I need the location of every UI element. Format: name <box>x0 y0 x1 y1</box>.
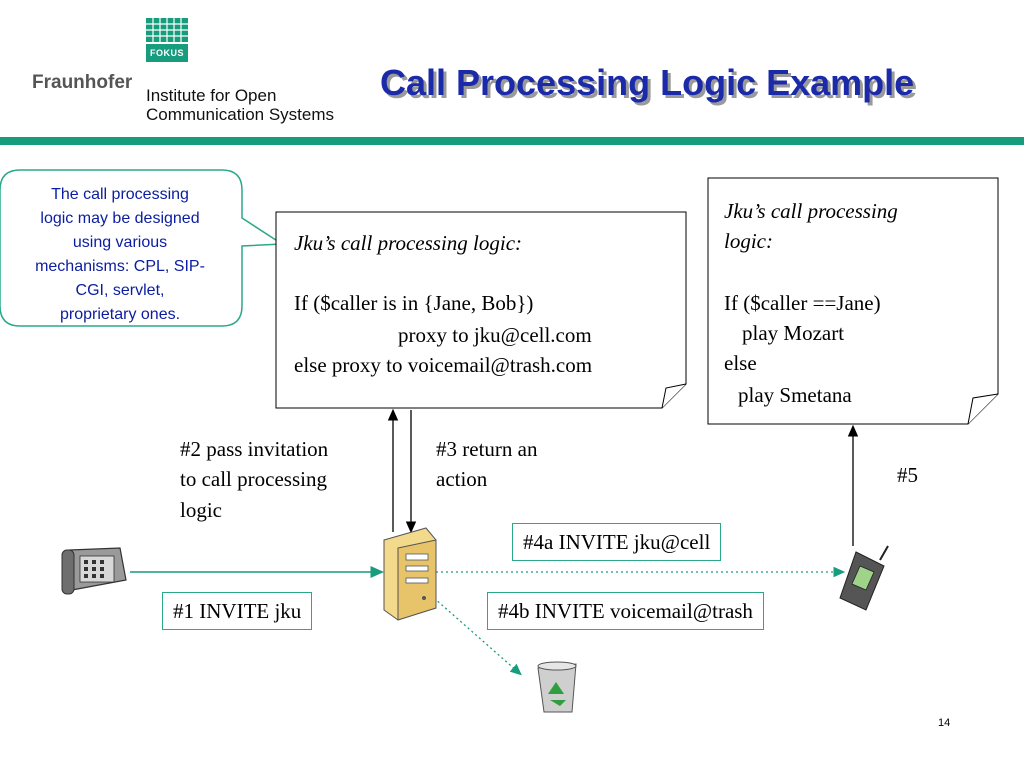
callout-line: mechanisms: CPL, SIP- <box>35 258 205 275</box>
logic-box-right <box>707 177 999 425</box>
right-logic-heading: Jku’s call processing <box>724 199 898 223</box>
step5-label: #5 <box>897 463 918 487</box>
step2-label: #2 pass invitation <box>180 437 329 461</box>
step1-label: #1 INVITE jku <box>162 592 313 630</box>
callout-line: The call processing <box>51 186 189 203</box>
callout-line: CGI, servlet, <box>75 282 165 299</box>
logic-box-left <box>275 211 687 409</box>
left-logic-line: else proxy to voicemail@trash.com <box>294 353 593 377</box>
institute-name-line1: Institute for Open <box>146 86 277 105</box>
callout-text: The call processing logic may be designe… <box>8 183 232 327</box>
fokus-logo-grid <box>146 18 188 42</box>
step3-label: action <box>436 467 488 491</box>
step4a-label: #4a INVITE jku@cell <box>512 523 722 561</box>
invite-trash-line <box>433 597 522 676</box>
recycle-bin-icon <box>537 661 577 713</box>
organization-name: Fraunhofer <box>32 72 133 93</box>
fokus-logo-label: FOKUS <box>146 44 188 62</box>
slide-title: Call Processing Logic Example <box>380 62 915 103</box>
mobile-phone-icon <box>839 545 889 611</box>
callout-line: using various <box>72 234 168 251</box>
step3-label: #3 return an <box>436 437 538 461</box>
header-rule <box>0 137 1024 145</box>
right-logic-line: play Mozart <box>742 321 845 345</box>
server-icon <box>383 527 437 621</box>
desk-phone-icon <box>61 547 127 595</box>
callout-line: proprietary ones. <box>59 306 181 323</box>
left-logic-line: If ($caller is in {Jane, Bob}) <box>294 291 534 315</box>
step2-label: to call processing <box>180 467 327 491</box>
left-logic-line: proxy to jku@cell.com <box>398 323 592 347</box>
right-logic-line: If ($caller ==Jane) <box>724 291 881 315</box>
page-number: 14 <box>938 717 951 729</box>
step4b-label: #4b INVITE voicemail@trash <box>487 592 764 630</box>
right-logic-line: else <box>724 351 757 375</box>
callout-line: logic may be designed <box>40 210 200 227</box>
callout-bubble <box>0 169 285 327</box>
right-logic-line: play Smetana <box>738 383 852 407</box>
step2-label: logic <box>180 498 222 522</box>
left-logic-heading: Jku’s call processing logic: <box>294 231 523 255</box>
institute-name-line2: Communication Systems <box>146 105 335 124</box>
right-logic-heading: logic: <box>724 229 773 253</box>
